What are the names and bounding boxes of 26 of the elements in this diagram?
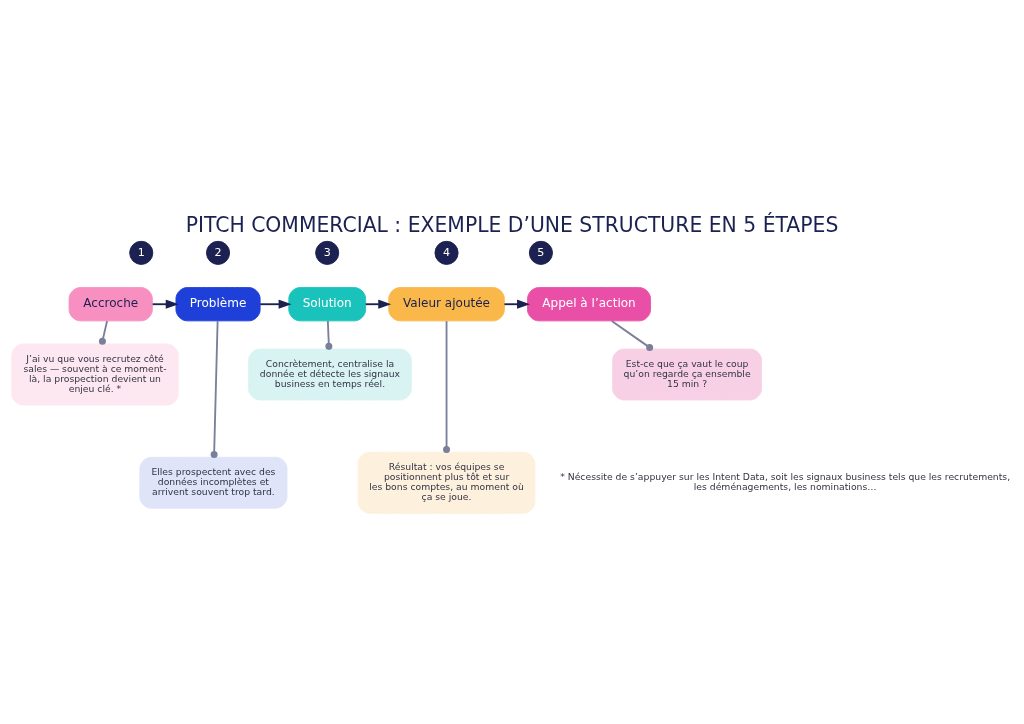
arrow xyxy=(151,299,179,309)
node-box: Appel à l’action xyxy=(527,286,651,321)
connector xyxy=(443,319,451,453)
diagram-title: PITCH COMMERCIAL : EXEMPLE D’UNE STRUCTURE EN 5 ÉTAPES xyxy=(185,212,839,237)
node-circle: 1 xyxy=(129,240,154,265)
connector xyxy=(210,319,219,458)
connector xyxy=(325,319,333,350)
connector xyxy=(98,319,108,345)
node-circle: 3 xyxy=(315,240,340,265)
node-box: Accroche xyxy=(68,286,153,321)
node-circle: 5 xyxy=(528,240,553,265)
node-box: Valeur ajoutée xyxy=(388,286,505,321)
node-circle: 4 xyxy=(434,240,459,265)
node-circle: 2 xyxy=(206,240,231,265)
arrow xyxy=(364,299,392,309)
arrow xyxy=(259,299,292,309)
node-box: J’ai vu que vous recrutez côté sales — souvent à ce moment-là, la prospection devient un enjeu clé. * xyxy=(11,343,179,406)
node-box: Problème xyxy=(175,286,261,321)
node-box: Résultat : vos équipes se positionnent plus tôt et sur les bons comptes, au moment où ça se joue. xyxy=(357,451,536,514)
node-box: Elles prospectent avec des données incomplètes et arrivent souvent trop tard. xyxy=(139,456,288,509)
arrow xyxy=(503,299,531,309)
connector xyxy=(610,319,654,351)
node-box: Concrètement, centralise la donnée et détecte les signaux business en temps réel. xyxy=(248,348,412,400)
label: * Nécessite de s’appuyer sur les Intent Data, soit les signaux business tels que les recrutements, les déménagements, les nominations… xyxy=(560,470,1011,492)
node-box: Est-ce que ça vaut le coup qu’on regarde ça ensemble 15 min ? xyxy=(612,348,763,400)
node-box: Solution xyxy=(288,286,367,321)
